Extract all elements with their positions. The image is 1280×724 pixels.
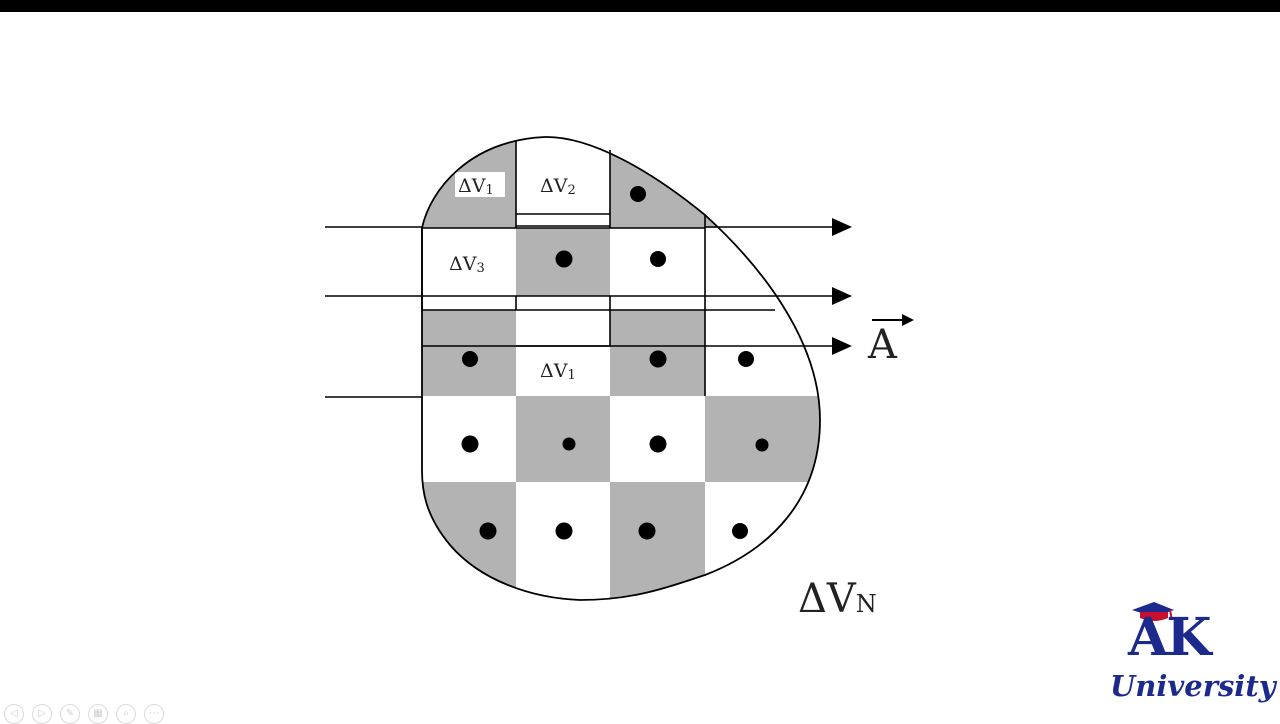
- delta-vn-label: ΔVN: [798, 576, 877, 622]
- center-dot: [638, 522, 656, 540]
- pen-icon[interactable]: ✎: [60, 704, 80, 724]
- center-dot: [630, 186, 646, 202]
- next-icon[interactable]: ▷: [32, 704, 52, 724]
- vector-arrow-icon: [872, 314, 914, 326]
- cell-grid: [422, 136, 820, 600]
- cell-shade: [516, 396, 610, 482]
- zoom-icon[interactable]: ⌕: [116, 704, 136, 724]
- label-dv3: ΔV3: [449, 253, 485, 276]
- slides-icon[interactable]: ▦: [88, 704, 108, 724]
- center-dot: [555, 522, 573, 540]
- more-icon[interactable]: ⋯: [144, 704, 164, 724]
- center-dot: [738, 351, 754, 367]
- center-dot: [562, 437, 576, 451]
- center-dot: [461, 435, 479, 453]
- center-dot: [732, 523, 748, 539]
- logo-brand-text: AK: [1128, 607, 1212, 668]
- prev-icon[interactable]: ◁: [4, 704, 24, 724]
- center-dot: [479, 522, 497, 540]
- field-lines: [325, 226, 835, 398]
- label-dv1-mid: ΔV1: [540, 360, 576, 383]
- label-box: [455, 172, 505, 197]
- label-dv1-top: ΔV1: [458, 175, 494, 198]
- top-bar: [0, 0, 1280, 12]
- center-dot: [555, 250, 573, 268]
- volume-outline: [421, 136, 821, 601]
- center-dot: [650, 251, 666, 267]
- arrow-head: [832, 218, 852, 236]
- cell-shade: [610, 482, 705, 600]
- cell-shade: [705, 396, 820, 482]
- slideshow-controls: ◁ ▷ ✎ ▦ ⌕ ⋯: [4, 704, 164, 724]
- ak-university-logo: AK University: [1104, 598, 1276, 714]
- label-dv2: ΔV2: [540, 175, 576, 198]
- center-dot: [755, 438, 769, 452]
- arrow-head: [832, 337, 852, 355]
- cell-shade: [422, 482, 516, 600]
- vector-a-label: A: [867, 322, 898, 368]
- center-dot: [649, 350, 667, 368]
- center-dot: [462, 351, 478, 367]
- logo-subtitle: University: [1110, 669, 1276, 703]
- graduation-cap-icon: [1132, 602, 1174, 621]
- center-dot: [649, 435, 667, 453]
- center-points: [461, 186, 769, 540]
- arrow-head: [832, 287, 852, 305]
